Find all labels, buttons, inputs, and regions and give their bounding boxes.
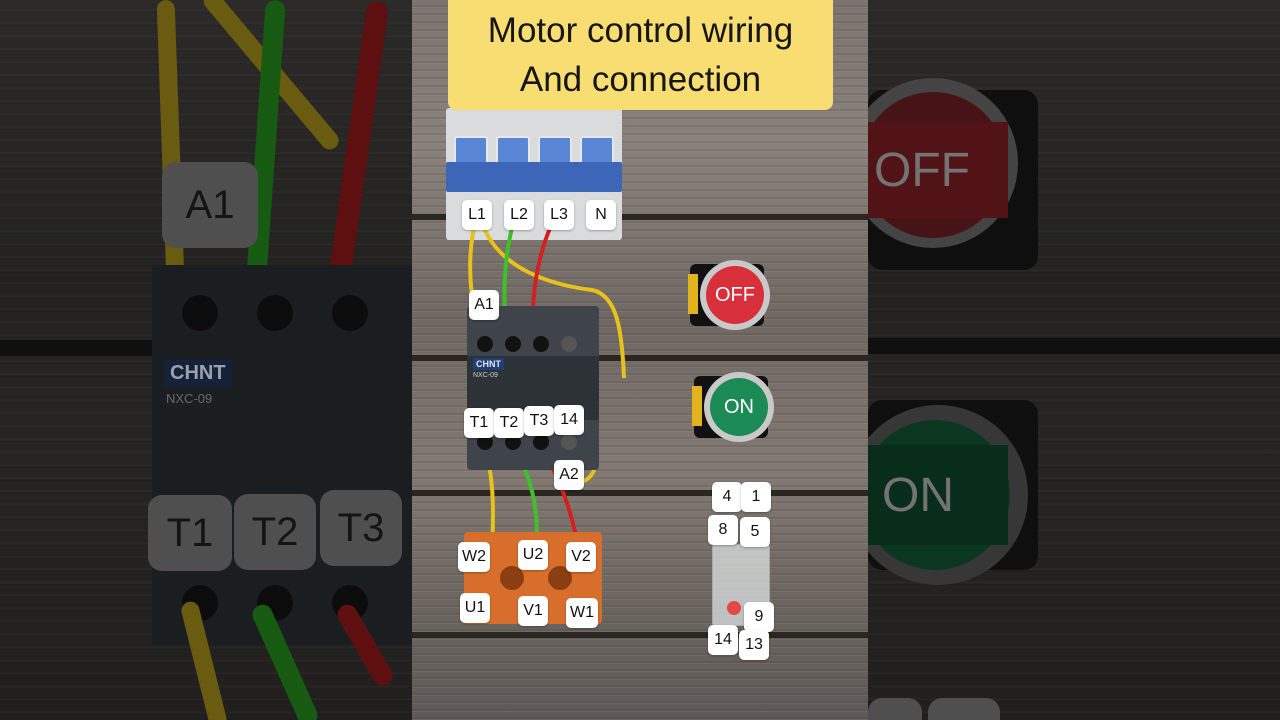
partial-label: [868, 698, 922, 720]
on-label-zoomed: ON: [868, 445, 1008, 545]
contactor-model: NXC-09: [473, 372, 498, 379]
terminal-screw: [332, 295, 368, 331]
label-v1: V1: [518, 596, 548, 626]
model-text: NXC-09: [166, 391, 213, 406]
title-line-1: Motor control wiring: [487, 11, 794, 50]
contactor-brand: CHNT: [473, 358, 504, 370]
relay-label-1: 1: [741, 482, 771, 512]
on-push-button[interactable]: ON: [692, 372, 776, 442]
label-14: 14: [554, 405, 584, 435]
relay-label-8: 8: [708, 515, 738, 545]
title-banner: Motor control wiring And connection: [448, 0, 833, 110]
on-button-label: ON: [710, 378, 768, 436]
terminal-screw: [257, 295, 293, 331]
label-t3-zoomed: T3: [320, 490, 402, 566]
label-t1: T1: [464, 408, 494, 438]
label-n: N: [586, 200, 616, 230]
label-w2: W2: [458, 542, 490, 572]
left-zoomed-background: CHNT NXC-09 A1 T1 T2 T3: [0, 0, 412, 720]
relay-label-5: 5: [740, 517, 770, 547]
label-u2: U2: [518, 540, 548, 570]
label-w1: W1: [566, 598, 598, 628]
partial-label: [928, 698, 1000, 720]
relay-label-14: 14: [708, 625, 738, 655]
right-zoomed-background: OFF ON: [868, 0, 1280, 720]
label-t3: T3: [524, 406, 554, 436]
label-l3: L3: [544, 200, 574, 230]
breaker-handle-bar: [446, 162, 622, 192]
off-button-label: OFF: [706, 266, 764, 324]
label-t1-zoomed: T1: [148, 495, 232, 571]
title-line-2: And connection: [519, 60, 762, 99]
wiring-photo: CHNT NXC-09 OFF ON Motor control wiring …: [412, 0, 868, 720]
relay-label-4: 4: [712, 482, 742, 512]
terminal-screw: [182, 295, 218, 331]
contactor: CHNT NXC-09: [467, 306, 599, 470]
contactor-closeup: CHNT NXC-09: [152, 265, 412, 645]
off-label-zoomed: OFF: [868, 122, 1008, 218]
label-a1-zoomed: A1: [162, 162, 258, 248]
label-l1: L1: [462, 200, 492, 230]
relay-indicator: [727, 601, 741, 615]
relay-label-13: 13: [739, 630, 769, 660]
label-a1: A1: [469, 290, 499, 320]
label-a2: A2: [554, 460, 584, 490]
relay-label-9: 9: [744, 602, 774, 632]
label-t2: T2: [494, 408, 524, 438]
off-push-button[interactable]: OFF: [688, 260, 772, 330]
label-v2: V2: [566, 542, 596, 572]
label-t2-zoomed: T2: [234, 494, 316, 570]
label-u1: U1: [460, 593, 490, 623]
brand-logo: CHNT: [164, 360, 232, 387]
wood-seam: [868, 338, 1280, 354]
label-l2: L2: [504, 200, 534, 230]
